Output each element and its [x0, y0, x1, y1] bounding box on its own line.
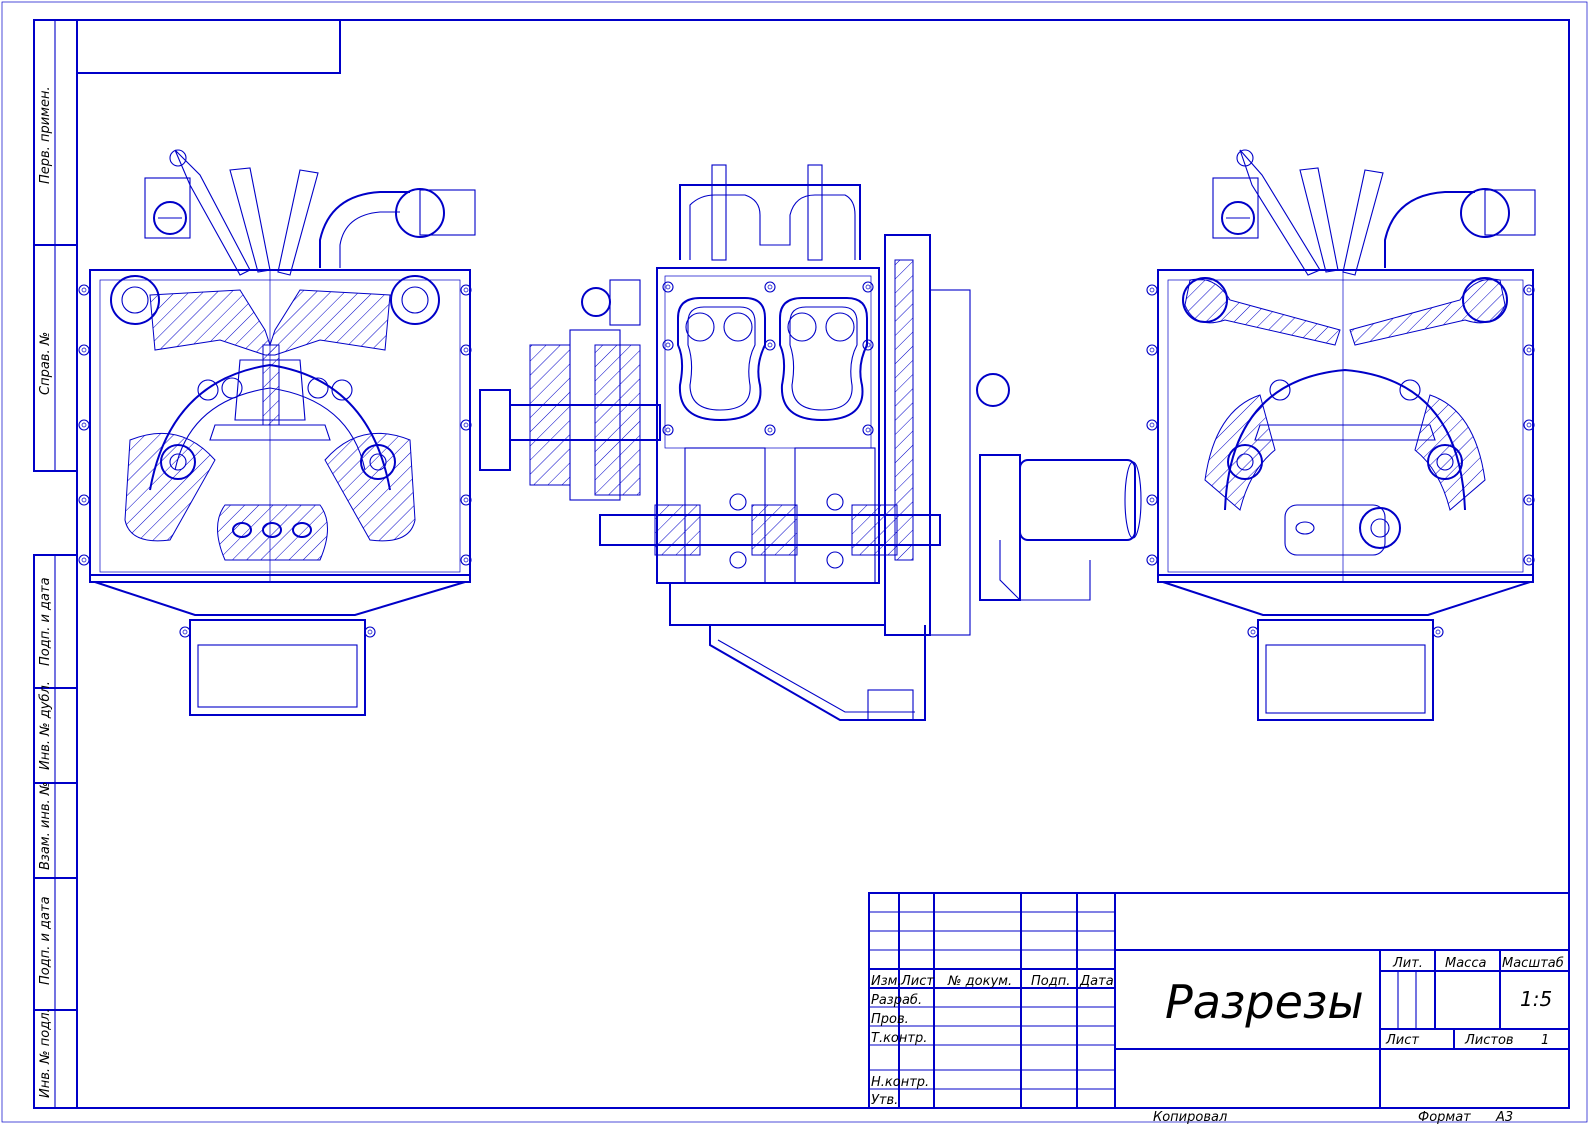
stamp-podp-data-1: Подп. и дата	[38, 577, 53, 666]
sheet-frame	[76, 19, 1570, 1109]
right-section-view	[1146, 149, 1536, 721]
tb-row-prov: Пров.	[871, 1012, 909, 1027]
tb-list: Лист	[1385, 1033, 1419, 1048]
drawing-title: Разрезы	[1165, 975, 1364, 1029]
tb-masshtab: Масштаб	[1502, 956, 1564, 971]
stamp-vzam-inv: Взам. инв. №	[38, 782, 53, 870]
tb-row-tkontr: Т.контр.	[871, 1031, 927, 1046]
stamp-inv-podl: Инв. № подл.	[38, 1008, 53, 1098]
stamp-inv-dubl: Инв. № дубл.	[38, 681, 53, 770]
tb-col-list: Лист	[900, 974, 934, 989]
copied-label: Копировал	[1153, 1110, 1227, 1125]
format-label: Формат	[1418, 1110, 1471, 1125]
tb-scale-value: 1:5	[1520, 987, 1552, 1011]
left-section-view	[78, 149, 476, 716]
stamp-perv-primen: Перв. примен.	[38, 86, 53, 184]
format-value: A3	[1495, 1110, 1513, 1125]
tb-row-razrab: Разраб.	[871, 993, 922, 1008]
center-section-view	[479, 164, 1142, 721]
title-block-grid	[868, 892, 1570, 1109]
tb-massa: Масса	[1445, 956, 1486, 971]
tb-col-doc: № докум.	[947, 974, 1012, 989]
tb-col-date: Дата	[1079, 974, 1114, 989]
tb-row-utv: Утв.	[871, 1093, 898, 1108]
tb-col-sign: Подп.	[1031, 974, 1070, 989]
top-left-box	[76, 19, 341, 74]
stamp-podp-data-2: Подп. и дата	[38, 896, 53, 985]
stamp-sprav-no: Справ. №	[38, 332, 53, 395]
tb-listov: Листов	[1464, 1033, 1514, 1048]
left-stamp-strip	[33, 19, 78, 1109]
tb-sheet-number: 1	[1541, 1033, 1549, 1048]
tb-lit: Лит.	[1392, 956, 1423, 971]
tb-row-nkontr: Н.контр.	[871, 1075, 929, 1090]
tb-col-izm: Изм.	[871, 974, 902, 989]
